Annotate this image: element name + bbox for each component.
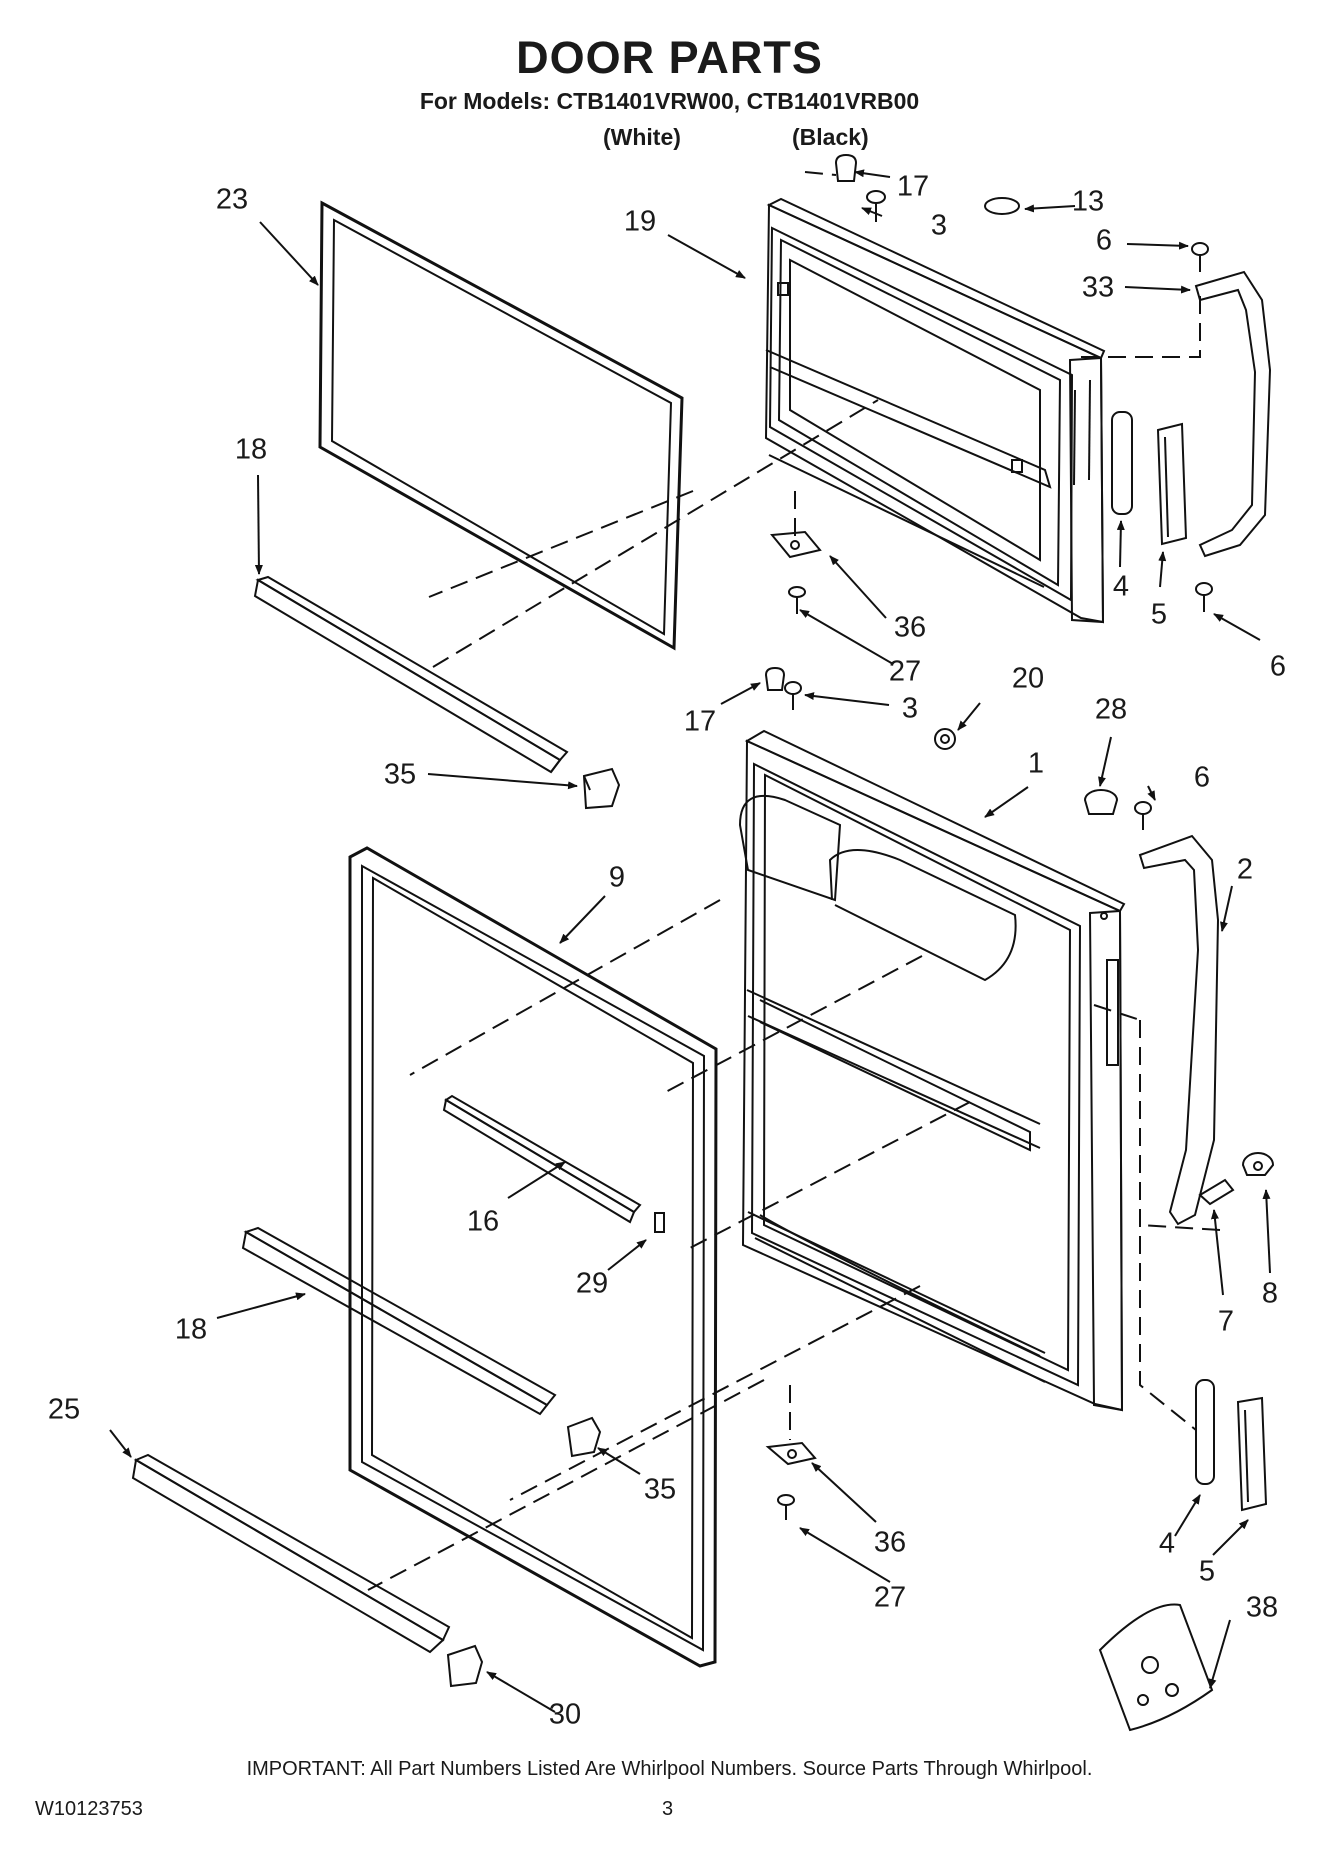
plug-17-top <box>834 153 858 182</box>
callout-5-lower: 5 <box>1198 1555 1216 1588</box>
callout-2: 2 <box>1236 853 1254 886</box>
callout-16: 16 <box>466 1205 500 1238</box>
callout-18-upper: 18 <box>234 433 268 466</box>
callout-25: 25 <box>47 1393 81 1426</box>
trim-strip-4-lower <box>1195 1379 1215 1485</box>
plug-17-mid <box>764 666 786 691</box>
callout-7: 7 <box>1217 1305 1235 1338</box>
variant-black-label: (Black) <box>792 124 869 150</box>
screw-3-top <box>866 190 886 222</box>
bottom-bar-25 <box>131 1453 451 1654</box>
callout-6-mid: 6 <box>1193 761 1211 794</box>
callout-33: 33 <box>1081 271 1115 304</box>
part-20 <box>934 728 956 750</box>
hinge-36-upper <box>770 530 822 559</box>
shelf-bar-16 <box>442 1094 642 1224</box>
callout-17-mid: 17 <box>683 705 717 738</box>
shelf-clip-35-lower <box>566 1416 602 1458</box>
freezer-handle-33 <box>1194 270 1272 558</box>
page-title: DOOR PARTS <box>516 32 823 83</box>
callout-5-upper: 5 <box>1150 598 1168 631</box>
hardware-bag-38 <box>1098 1603 1214 1732</box>
shelf-clip-35-upper <box>582 767 621 810</box>
hinge-36-lower <box>765 1441 817 1466</box>
screw-6-mid <box>1134 801 1152 830</box>
callout-23: 23 <box>215 183 249 216</box>
callout-36-lower: 36 <box>873 1526 907 1559</box>
important-note: IMPORTANT: All Part Numbers Listed Are W… <box>246 1758 1093 1780</box>
callout-18-lower: 18 <box>174 1313 208 1346</box>
callout-6-upper-right: 6 <box>1269 650 1287 683</box>
fresh-food-handle-2 <box>1138 834 1220 1226</box>
shelf-bar-18-lower <box>241 1226 557 1416</box>
screw-6-upper-right <box>1195 582 1213 612</box>
freezer-shelf-bar-18 <box>253 575 569 774</box>
fresh-food-door-1 <box>738 729 1126 1412</box>
callout-6-top: 6 <box>1095 224 1113 257</box>
callout-35-lower: 35 <box>643 1473 677 1506</box>
screw-27-lower <box>777 1494 795 1520</box>
screw-3-mid <box>784 681 802 710</box>
part-8 <box>1241 1152 1275 1176</box>
callout-3-mid: 3 <box>901 692 919 725</box>
plug-28 <box>1083 789 1119 815</box>
clip-30 <box>446 1644 484 1688</box>
end-cap-5-lower <box>1236 1396 1268 1512</box>
screw-7 <box>1198 1178 1235 1206</box>
callout-3-top: 3 <box>930 209 948 242</box>
callout-27-upper: 27 <box>888 655 922 688</box>
variant-white-label: (White) <box>603 124 681 150</box>
trim-strip-4-upper <box>1111 411 1133 515</box>
callout-8: 8 <box>1261 1277 1279 1310</box>
callout-29: 29 <box>575 1267 609 1300</box>
callout-19: 19 <box>623 205 657 238</box>
callout-9: 9 <box>608 861 626 894</box>
callout-30: 30 <box>548 1698 582 1731</box>
callout-35-upper: 35 <box>383 758 417 791</box>
end-cap-5-upper <box>1156 422 1188 546</box>
callout-20: 20 <box>1011 662 1045 695</box>
page-number: 3 <box>662 1798 674 1820</box>
callout-27-lower: 27 <box>873 1581 907 1614</box>
document-number: W10123753 <box>35 1798 143 1820</box>
model-subtitle: For Models: CTB1401VRW00, CTB1401VRB00 <box>419 88 920 114</box>
plug-13 <box>984 197 1020 215</box>
screw-27-upper <box>788 586 806 614</box>
callout-4-lower: 4 <box>1158 1527 1176 1560</box>
callout-1: 1 <box>1027 747 1045 780</box>
callout-38: 38 <box>1245 1591 1279 1624</box>
callout-36-upper: 36 <box>893 611 927 644</box>
freezer-door-19 <box>764 197 1106 624</box>
callout-28: 28 <box>1094 693 1128 726</box>
fresh-food-gasket-9 <box>348 846 718 1668</box>
freezer-gasket-23 <box>318 200 684 651</box>
callout-4-upper: 4 <box>1112 570 1130 603</box>
clip-29 <box>654 1212 665 1233</box>
screw-6-top <box>1191 242 1209 272</box>
callout-13: 13 <box>1071 185 1105 218</box>
callout-17-top: 17 <box>896 170 930 203</box>
